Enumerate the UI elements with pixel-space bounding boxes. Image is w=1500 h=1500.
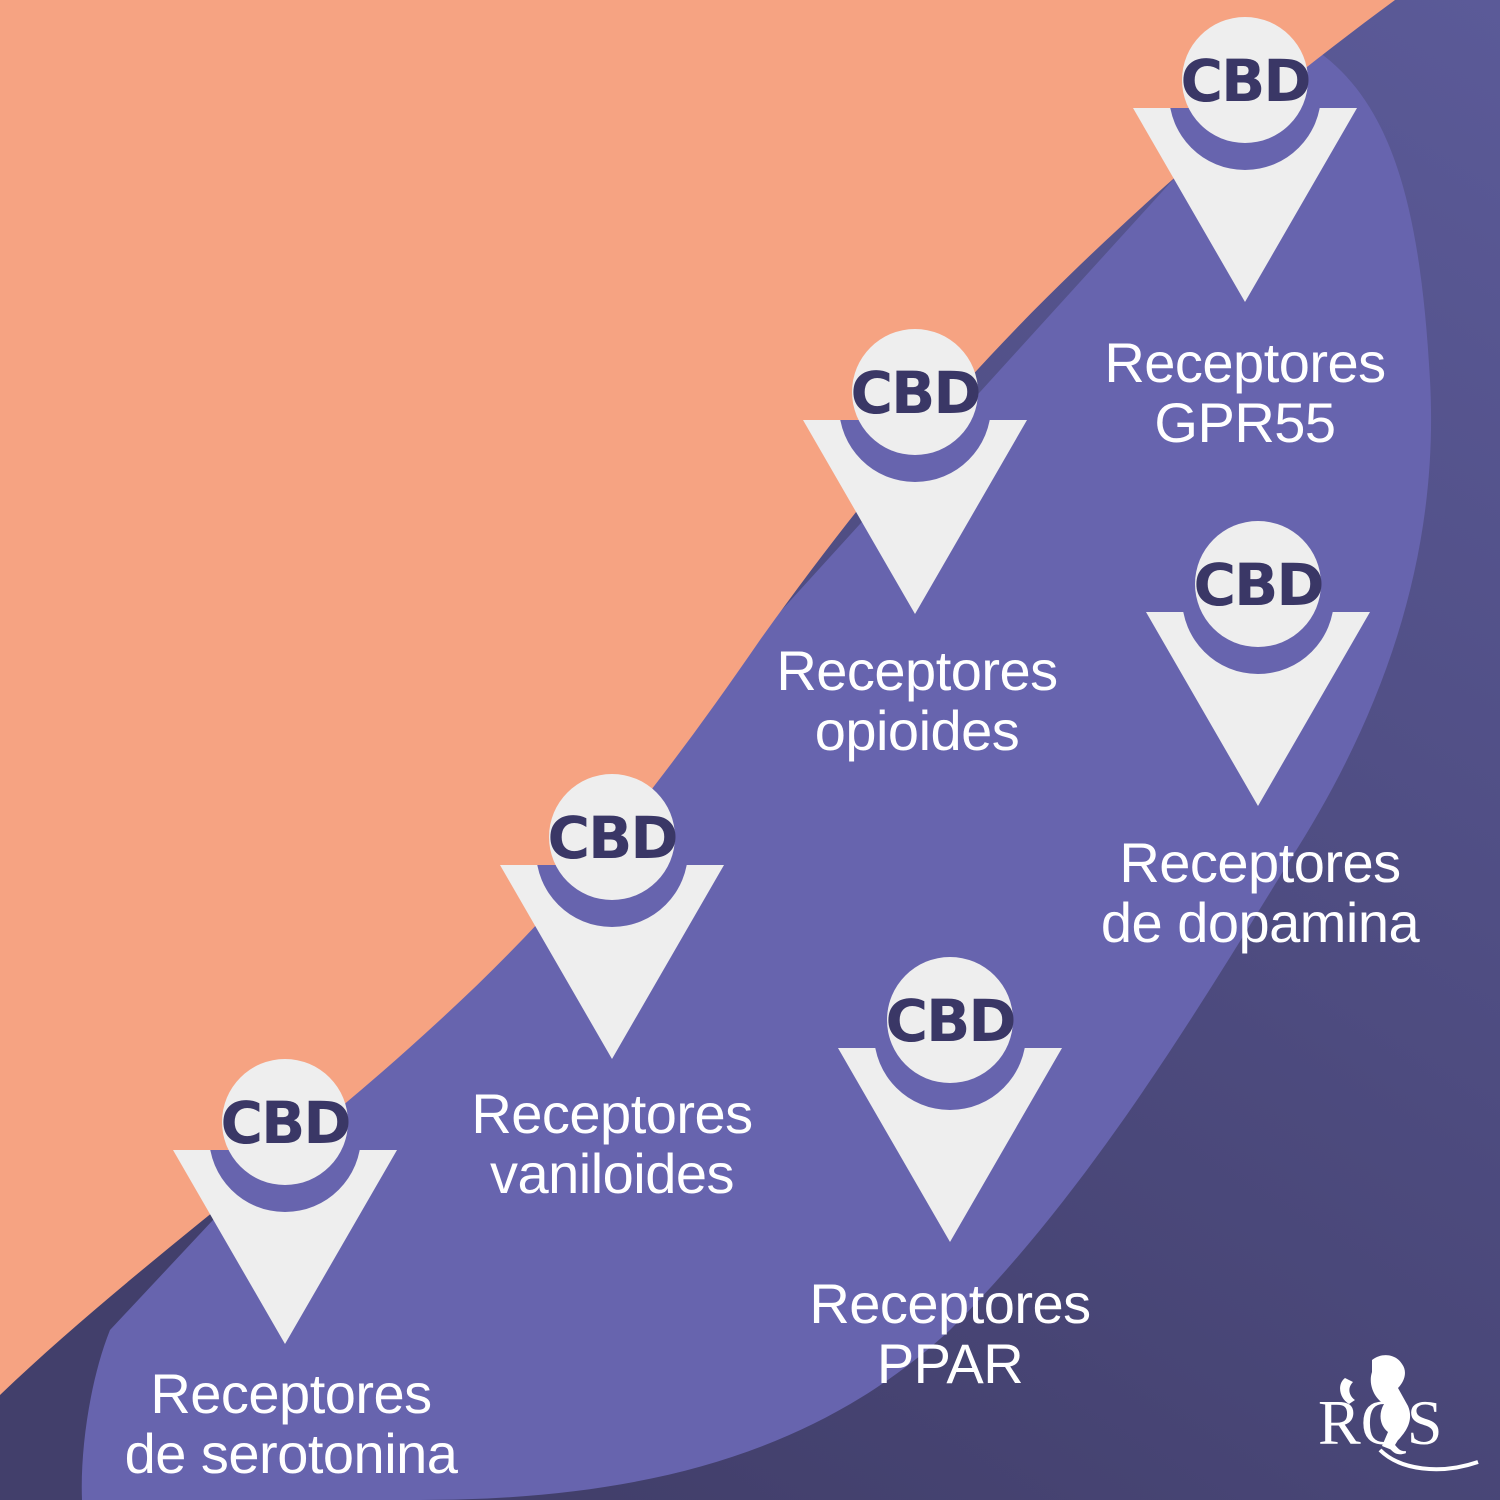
logo-text: RQS <box>1318 1387 1443 1458</box>
cbd-badge-text: CBD <box>1181 47 1310 115</box>
pin-ring <box>536 865 688 927</box>
cbd-badge <box>1182 17 1308 143</box>
pin-triangle <box>1146 612 1370 806</box>
cbd-pin-icon: CBD <box>803 329 1027 614</box>
pin-triangle <box>803 420 1027 614</box>
cbd-badge <box>887 957 1013 1083</box>
pin-ring <box>839 420 991 482</box>
cbd-badge-text: CBD <box>851 359 980 427</box>
pin-ring <box>1182 612 1334 674</box>
cbd-pin-icon: CBD <box>838 957 1062 1242</box>
receptor-label-line1: Receptores <box>1104 331 1385 394</box>
cbd-pin-icon: CBD <box>500 774 724 1059</box>
pin-ring <box>1169 108 1321 170</box>
receptor-label-line1: Receptores <box>809 1272 1090 1335</box>
pin-triangle <box>1133 108 1357 302</box>
cbd-badge <box>222 1059 348 1185</box>
receptor-label-line2: de dopamina <box>1101 891 1421 954</box>
pin-triangle <box>173 1150 397 1344</box>
cbd-badge-text: CBD <box>1194 551 1323 619</box>
receptor-label-line1: Receptores <box>776 639 1057 702</box>
rqs-logo: RQS <box>1318 1355 1479 1472</box>
receptor-label-line1: Receptores <box>150 1362 431 1425</box>
cbd-badge <box>1195 521 1321 647</box>
cbd-badge <box>852 329 978 455</box>
peach-area <box>0 0 1395 1395</box>
pin-triangle <box>838 1048 1062 1242</box>
purple-wave <box>81 40 1432 1500</box>
cbd-pin-icon: CBD <box>1146 521 1370 806</box>
receptor-label-line2: de serotonina <box>125 1422 459 1485</box>
receptor-label-line2: opioides <box>815 699 1020 762</box>
receptor-label-line2: GPR55 <box>1154 391 1335 454</box>
cbd-pin-icon: CBD <box>1133 17 1357 302</box>
logo-swash <box>1378 1448 1479 1472</box>
receptor-label-line1: Receptores <box>1119 831 1400 894</box>
lion-icon <box>1340 1355 1411 1450</box>
cbd-badge-text: CBD <box>221 1089 350 1157</box>
cbd-badge-text: CBD <box>886 987 1015 1055</box>
receptor-label-line1: Receptores <box>471 1082 752 1145</box>
cbd-badge-text: CBD <box>548 804 677 872</box>
cbd-badge <box>549 774 675 900</box>
pin-triangle <box>500 865 724 1059</box>
cbd-pin-icon: CBD <box>173 1059 397 1344</box>
pin-ring <box>874 1048 1026 1110</box>
pin-ring <box>209 1150 361 1212</box>
receptor-label-line2: PPAR <box>877 1332 1023 1395</box>
receptor-label-line2: vaniloides <box>490 1142 734 1205</box>
